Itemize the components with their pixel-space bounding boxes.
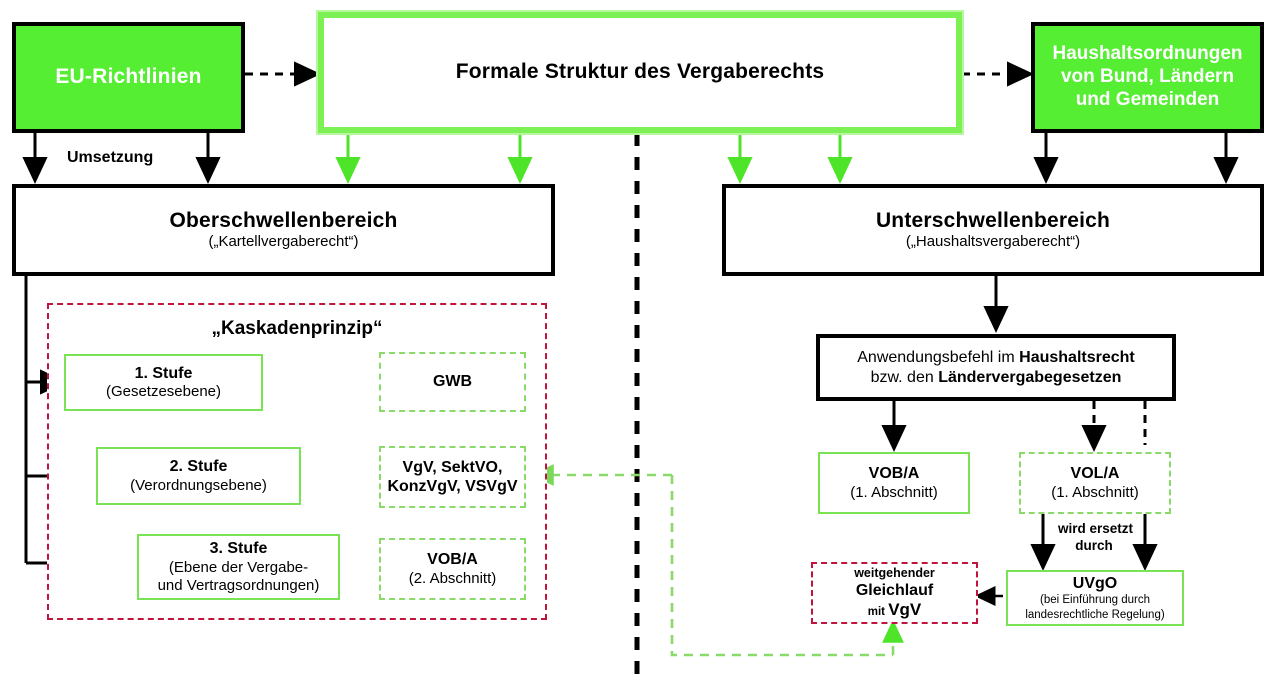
anwendungsbefehl-line1-normal: Anwendungsbefehl im (857, 349, 1020, 367)
node-haushaltsordnungen[interactable]: Haushaltsordnungen von Bund, Ländern und… (1031, 22, 1264, 133)
node-stufe1[interactable]: 1. Stufe (Gesetzesebene) (64, 354, 263, 411)
haushaltsordnungen-line2: von Bund, Ländern (1060, 66, 1235, 88)
gleichlauf-line3-big: VgV (888, 600, 922, 620)
oberschwellenbereich-subtitle: („Kartellvergaberecht“) (208, 233, 359, 251)
anwendungsbefehl-line2: bzw. den Ländervergabegesetzen (871, 368, 1122, 387)
node-eu-richtlinien[interactable]: EU-Richtlinien (12, 22, 245, 133)
anwendungsbefehl-line2-bold: Ländervergabegesetzen (938, 368, 1122, 386)
anwendungsbefehl-line1-bold: Haushaltsrecht (1019, 349, 1135, 367)
node-gleichlauf[interactable]: weitgehender Gleichlauf mit VgV (811, 562, 978, 624)
node-formale-struktur[interactable]: Formale Struktur des Vergaberechts (316, 10, 964, 135)
gleichlauf-line2: Gleichlauf (855, 582, 934, 600)
edge-label-umsetzung: Umsetzung (67, 148, 153, 167)
green-path-vertical-right (670, 475, 893, 657)
vola1-title: VOL/A (1070, 465, 1120, 483)
unterschwellenbereich-subtitle: („Haushaltsvergaberecht“) (905, 233, 1081, 251)
anwendungsbefehl-line1: Anwendungsbefehl im Haushaltsrecht (857, 348, 1134, 367)
gwb-title: GWB (432, 373, 473, 391)
node-stufe3[interactable]: 3. Stufe (Ebene der Vergabe- und Vertrag… (137, 534, 340, 600)
wird-ersetzt-line1: wird ersetzt (1058, 521, 1134, 536)
node-vob-a-1-abschnitt[interactable]: VOB/A (1. Abschnitt) (818, 452, 970, 514)
gleichlauf-line3-small: mit (867, 606, 889, 619)
node-uvgo[interactable]: UVgO (bei Einführung durch landesrechtli… (1006, 570, 1184, 626)
stufe3-subtitle-line2: und Vertragsordnungen) (157, 576, 320, 594)
node-vgv-group[interactable]: VgV, SektVO, KonzVgV, VSVgV (379, 446, 526, 508)
stufe3-subtitle-line1: (Ebene der Vergabe- (168, 558, 309, 576)
stufe1-title: 1. Stufe (134, 364, 193, 382)
wird-ersetzt-line2: durch (1075, 537, 1113, 553)
stufe2-title: 2. Stufe (169, 458, 228, 476)
formale-struktur-title: Formale Struktur des Vergaberechts (455, 60, 825, 84)
edge-label-wird-ersetzt-durch: wird ersetzt durch (1058, 521, 1134, 555)
vgv-group-line2: KonzVgV, VSVgV (387, 478, 518, 495)
voba2-subtitle: (2. Abschnitt) (408, 569, 497, 587)
anwendungsbefehl-line2-normal: bzw. den (870, 368, 939, 386)
stufe3-title: 3. Stufe (209, 540, 268, 558)
umsetzung-text: Umsetzung (67, 149, 154, 166)
node-stufe2[interactable]: 2. Stufe (Verordnungsebene) (96, 447, 301, 505)
vola1-subtitle: (1. Abschnitt) (1051, 483, 1139, 501)
kaskadenprinzip-label: „Kaskadenprinzip“ (47, 318, 547, 341)
oberschwellenbereich-title: Oberschwellenbereich (169, 208, 398, 232)
node-vob-a-2-abschnitt[interactable]: VOB/A (2. Abschnitt) (379, 538, 526, 600)
unterschwellenbereich-title: Unterschwellenbereich (875, 208, 1111, 232)
node-anwendungsbefehl[interactable]: Anwendungsbefehl im Haushaltsrecht bzw. … (816, 334, 1176, 401)
voba1-title: VOB/A (868, 465, 920, 483)
node-gwb[interactable]: GWB (379, 352, 526, 412)
gleichlauf-line1: weitgehender (854, 565, 935, 580)
uvgo-title: UVgO (1072, 575, 1118, 593)
haushaltsordnungen-line3: und Gemeinden (1075, 88, 1220, 110)
voba1-subtitle: (1. Abschnitt) (850, 483, 938, 501)
gleichlauf-line3: mit VgV (868, 600, 922, 620)
uvgo-subtitle-line2: landesrechtliche Regelung) (1025, 608, 1165, 621)
kaskadenprinzip-text: „Kaskadenprinzip“ (211, 318, 383, 339)
node-unterschwellenbereich[interactable]: Unterschwellenbereich („Haushaltsvergabe… (722, 184, 1264, 276)
stufe2-subtitle: (Verordnungsebene) (130, 476, 267, 494)
voba2-title: VOB/A (427, 551, 478, 569)
uvgo-subtitle-line1: (bei Einführung durch (1040, 594, 1150, 607)
eu-richtlinien-label: EU-Richtlinien (55, 65, 202, 89)
haushaltsordnungen-line1: Haushaltsordnungen (1052, 43, 1243, 65)
node-vol-a-1-abschnitt[interactable]: VOL/A (1. Abschnitt) (1019, 452, 1171, 514)
vgv-group-line1: VgV, SektVO, (402, 458, 503, 476)
node-oberschwellenbereich[interactable]: Oberschwellenbereich („Kartellvergaberec… (12, 184, 555, 276)
stufe1-subtitle: (Gesetzesebene) (105, 383, 222, 401)
